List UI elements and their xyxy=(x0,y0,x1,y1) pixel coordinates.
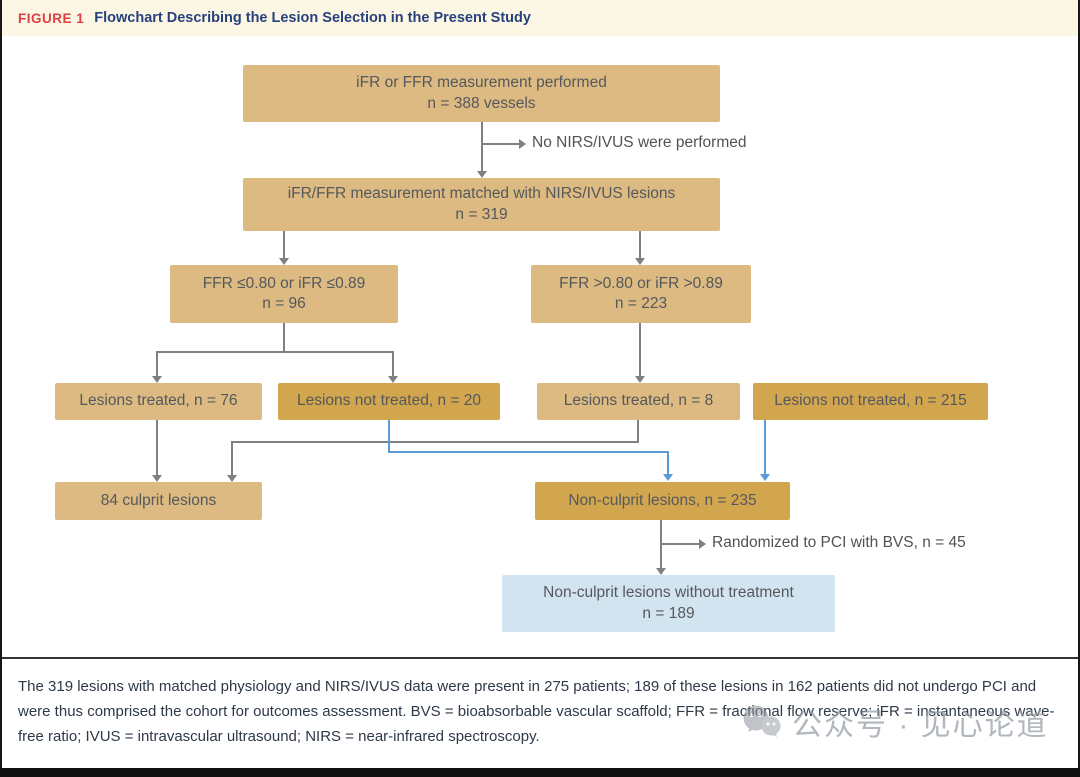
arrowhead-down-icon xyxy=(227,475,237,482)
box-non-culprit-without-treatment: Non-culprit lesions without treatment n … xyxy=(502,575,835,632)
arrowhead-down-icon xyxy=(279,258,289,265)
page-border-left xyxy=(0,0,2,777)
box-lesions-treated-8: Lesions treated, n = 8 xyxy=(537,383,740,420)
annotation-randomized: Randomized to PCI with BVS, n = 45 xyxy=(712,534,966,551)
flow-line xyxy=(231,441,233,475)
figure-caption: The 319 lesions with matched physiology … xyxy=(0,659,1080,749)
box-text: Non-culprit lesions, n = 235 xyxy=(568,491,757,509)
flow-line xyxy=(639,323,641,376)
flow-line-blue xyxy=(388,420,390,453)
arrowhead-down-icon xyxy=(760,474,770,481)
box-culprit-lesions: 84 culprit lesions xyxy=(55,482,262,520)
arrowhead-right-icon xyxy=(699,539,706,549)
arrowhead-down-icon xyxy=(152,475,162,482)
box-text: n = 319 xyxy=(455,205,508,223)
flow-line xyxy=(156,420,158,475)
arrowhead-down-icon xyxy=(388,376,398,383)
box-text: Lesions not treated, n = 20 xyxy=(297,392,481,410)
arrowhead-down-icon xyxy=(635,258,645,265)
box-ffr-low: FFR ≤0.80 or iFR ≤0.89 n = 96 xyxy=(170,265,398,323)
box-ifr-ffr-measurement: iFR or FFR measurement performed n = 388… xyxy=(243,65,720,122)
box-lesions-not-treated-215: Lesions not treated, n = 215 xyxy=(753,383,988,420)
flow-line-blue xyxy=(388,451,669,453)
box-text: FFR >0.80 or iFR >0.89 xyxy=(559,274,723,292)
flow-line xyxy=(639,231,641,258)
box-text: n = 96 xyxy=(262,295,306,312)
box-text: Lesions not treated, n = 215 xyxy=(774,392,967,410)
caption-divider xyxy=(0,657,1080,659)
box-lesions-not-treated-20: Lesions not treated, n = 20 xyxy=(278,383,500,420)
arrowhead-down-icon xyxy=(152,376,162,383)
box-text: iFR or FFR measurement performed xyxy=(356,74,607,92)
box-text: n = 223 xyxy=(614,295,668,312)
flow-line xyxy=(283,231,285,258)
caption-text: The 319 lesions with matched physiology … xyxy=(18,678,1055,745)
annotation-no-nirs: No NIRS/IVUS were performed xyxy=(532,134,747,151)
flow-line xyxy=(156,351,158,376)
box-text: n = 189 xyxy=(642,604,695,622)
arrowhead-down-icon xyxy=(635,376,645,383)
box-text: 84 culprit lesions xyxy=(100,491,217,509)
box-text: Lesions treated, n = 8 xyxy=(563,392,714,410)
flow-line xyxy=(661,543,699,545)
flow-line xyxy=(392,351,394,376)
box-non-culprit-lesions: Non-culprit lesions, n = 235 xyxy=(535,482,790,520)
box-text: Non-culprit lesions without treatment xyxy=(543,584,794,602)
box-ffr-high: FFR >0.80 or iFR >0.89 n = 223 xyxy=(531,265,751,323)
page-border-right xyxy=(1078,0,1080,777)
flow-line xyxy=(481,122,483,171)
box-text: FFR ≤0.80 or iFR ≤0.89 xyxy=(202,274,366,292)
figure-header: FIGURE 1 Flowchart Describing the Lesion… xyxy=(0,0,1080,36)
flow-line xyxy=(231,441,639,443)
figure-title: Flowchart Describing the Lesion Selectio… xyxy=(94,10,531,26)
arrowhead-down-icon xyxy=(477,171,487,178)
arrowhead-right-icon xyxy=(519,139,526,149)
flow-line xyxy=(283,323,285,352)
flow-line-blue xyxy=(667,451,669,474)
box-text: Lesions treated, n = 76 xyxy=(79,392,238,410)
box-text: iFR/FFR measurement matched with NIRS/IV… xyxy=(287,185,676,203)
flow-line xyxy=(482,143,519,145)
flow-line-blue xyxy=(764,420,766,474)
figure-number-label: FIGURE 1 xyxy=(18,10,85,26)
box-matched-lesions: iFR/FFR measurement matched with NIRS/IV… xyxy=(243,178,720,231)
box-text: n = 388 vessels xyxy=(427,94,536,112)
flow-line xyxy=(156,351,394,353)
arrowhead-down-icon xyxy=(656,568,666,575)
page-border-bottom xyxy=(0,768,1080,777)
arrowhead-down-icon xyxy=(663,474,673,481)
flow-line xyxy=(637,420,639,443)
flowchart-canvas: iFR or FFR measurement performed n = 388… xyxy=(0,36,1080,657)
box-lesions-treated-76: Lesions treated, n = 76 xyxy=(55,383,262,420)
